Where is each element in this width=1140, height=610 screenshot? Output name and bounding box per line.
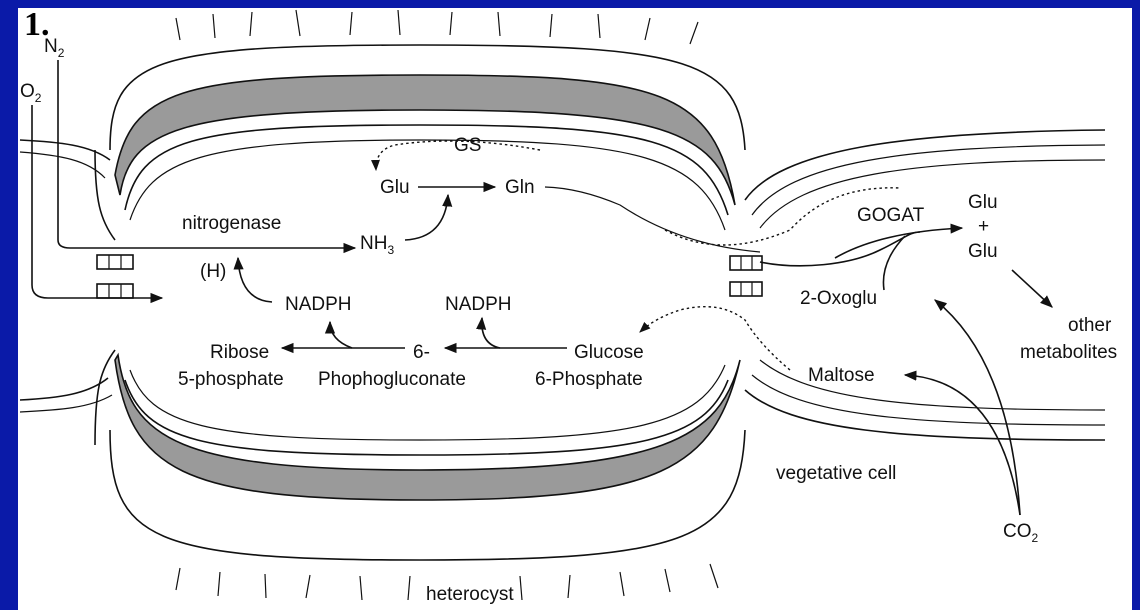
label-h: (H) bbox=[200, 261, 226, 282]
label-gln: Gln bbox=[505, 177, 535, 198]
label-nadph-1: NADPH bbox=[285, 294, 352, 315]
label-6pg-1: 6- bbox=[413, 342, 430, 363]
arrow-nh3-gs bbox=[405, 195, 448, 240]
bottom-envelope-inner bbox=[125, 380, 728, 455]
label-ribose-1: Ribose bbox=[210, 342, 269, 363]
label-nh3: NH3 bbox=[360, 233, 394, 257]
plug-right-bottom bbox=[730, 282, 762, 296]
arrow-co2-maltose bbox=[905, 375, 1020, 515]
label-oxoglu: 2-Oxoglu bbox=[800, 288, 877, 309]
label-gs: GS bbox=[454, 135, 481, 156]
label-gogat: GOGAT bbox=[857, 205, 925, 226]
top-envelope-inner bbox=[125, 125, 728, 215]
left-vegetative-cell bbox=[20, 140, 112, 412]
label-glu-left: Glu bbox=[380, 177, 410, 198]
arrow-maltose-glucose bbox=[640, 307, 790, 370]
plug-left-bottom bbox=[97, 284, 133, 298]
label-other: other bbox=[1068, 315, 1112, 336]
label-glucose-1: Glucose bbox=[574, 342, 644, 363]
label-nitrogenase: nitrogenase bbox=[182, 213, 281, 234]
label-o2: O2 bbox=[20, 81, 42, 105]
label-metabolites: metabolites bbox=[1020, 342, 1117, 363]
plug-left-top bbox=[97, 255, 133, 269]
label-ribose-2: 5-phosphate bbox=[178, 369, 284, 390]
label-glu-right-bottom: Glu bbox=[968, 241, 998, 262]
gln-path bbox=[545, 187, 760, 252]
label-vegetative-cell: vegetative cell bbox=[776, 463, 896, 484]
label-co2: CO2 bbox=[1003, 521, 1039, 545]
label-glu-right-top: Glu bbox=[968, 192, 998, 213]
label-glucose-2: 6-Phosphate bbox=[535, 369, 643, 390]
right-vegetative-cell bbox=[745, 130, 1105, 440]
label-6pg-2: Phophogluconate bbox=[318, 369, 466, 390]
label-maltose: Maltose bbox=[808, 365, 875, 386]
heterocyst-cell bbox=[95, 10, 762, 600]
plug-right-top bbox=[730, 256, 762, 270]
arrow-other-metabolites bbox=[1012, 270, 1052, 307]
arrow-nadph-h bbox=[238, 258, 272, 302]
label-heterocyst: heterocyst bbox=[426, 584, 514, 605]
label-plus: + bbox=[978, 216, 989, 237]
label-nadph-2: NADPH bbox=[445, 294, 512, 315]
slide-number: 1. bbox=[24, 8, 50, 42]
